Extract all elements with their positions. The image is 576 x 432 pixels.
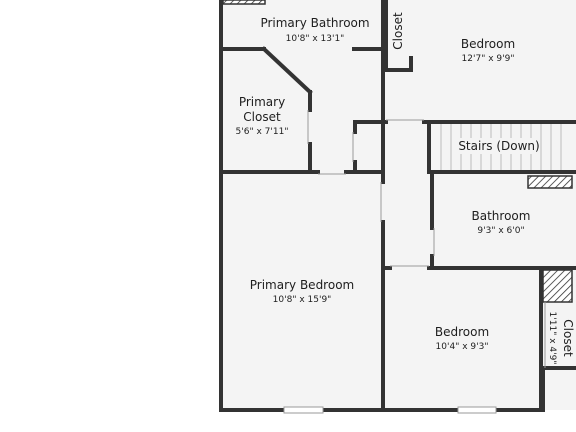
room-bedroom-bottom-right: Bedroom 10'4" x 9'3" [435, 325, 489, 352]
room-stairs: Stairs (Down) [458, 138, 540, 154]
hatched-fixture-bathroom [527, 175, 573, 189]
room-dims: 12'7" x 9'9" [462, 54, 515, 64]
room-dims: 10'4" x 9'3" [436, 342, 489, 352]
stairs-label-bg [458, 138, 540, 154]
room-name: Closet [391, 12, 405, 50]
room-name: Bedroom [435, 325, 489, 339]
room-name: Bedroom [461, 37, 515, 51]
floor-fill [221, 0, 576, 410]
floor-area [221, 0, 576, 410]
room-dims: 1'11" x 4'9" [547, 312, 557, 365]
room-bathroom: Bathroom 9'3" x 6'0" [472, 209, 531, 236]
room-name: Primary Bedroom [250, 278, 354, 292]
room-name-line-2: Closet [243, 110, 281, 124]
room-primary-bathroom: Primary Bathroom 10'8" x 13'1" [260, 16, 369, 44]
room-dims: 10'8" x 15'9" [273, 295, 332, 305]
room-name-line-1: Primary [239, 95, 285, 109]
room-name: Primary Bathroom [260, 16, 369, 30]
room-bedroom-top-right: Bedroom 12'7" x 9'9" [461, 37, 515, 64]
walls [219, 0, 576, 412]
room-name: Stairs (Down) [458, 139, 539, 153]
room-closet-right: Closet 1'11" x 4'9" [547, 312, 575, 365]
room-dims: 10'8" x 13'1" [286, 34, 345, 44]
room-name: Bathroom [472, 209, 531, 223]
room-name: Closet [561, 319, 575, 357]
openings [283, 110, 546, 414]
room-dims: 9'3" x 6'0" [477, 226, 524, 236]
room-dims: 5'6" x 7'11" [236, 127, 289, 137]
room-closet-top: Closet [391, 12, 405, 50]
hatched-fixture-closet [542, 269, 573, 303]
hatched-fixture-top [222, 0, 266, 5]
room-primary-closet: Primary Closet 5'6" x 7'11" [236, 95, 289, 137]
room-primary-bedroom: Primary Bedroom 10'8" x 15'9" [250, 278, 354, 305]
